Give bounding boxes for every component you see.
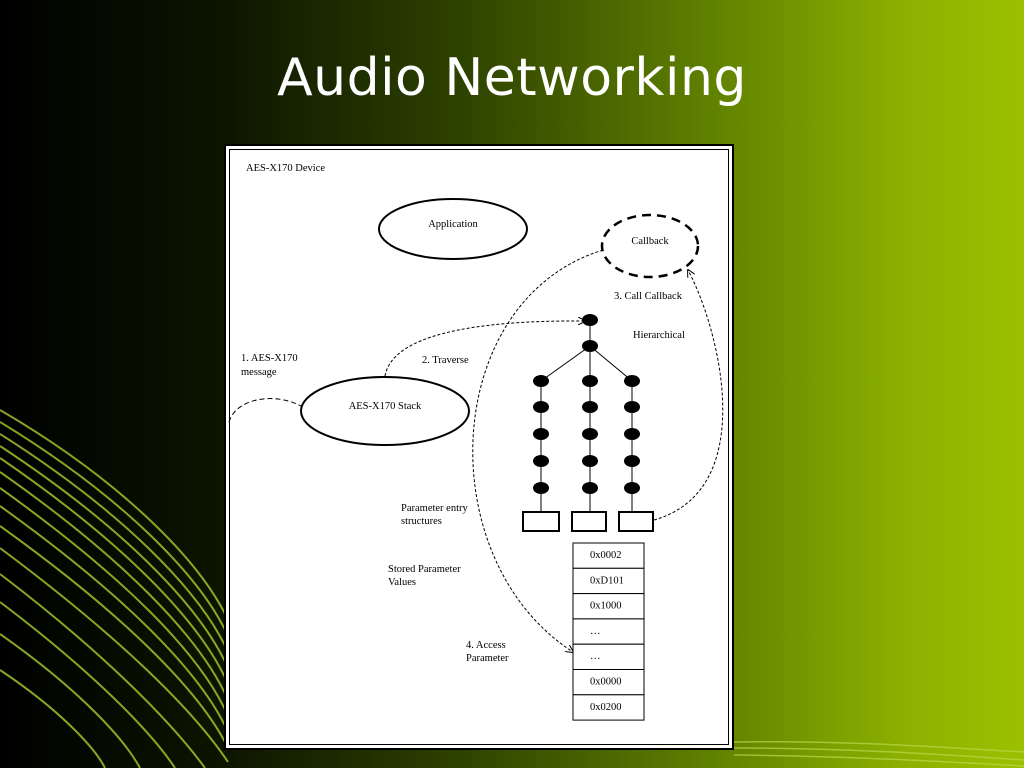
stored-value-text: … <box>590 651 601 662</box>
step-message-label: 1. AES-X170 <box>241 353 298 364</box>
tree-node <box>624 375 640 387</box>
device-label: AES-X170 Device <box>246 163 325 174</box>
access-parameter-arrow <box>472 249 604 652</box>
stored-value-text: 0x0000 <box>590 677 622 688</box>
parameter-entry-box <box>618 511 654 532</box>
tree-node <box>582 401 598 413</box>
stored-value-cell <box>572 618 645 645</box>
stored-value-cell <box>572 669 645 696</box>
stored-value-text: 0xD101 <box>590 575 624 586</box>
stored-value-cell <box>572 694 645 721</box>
tree-node <box>582 482 598 494</box>
step-traverse-label: 2. Traverse <box>422 355 469 366</box>
tree-root-node <box>582 314 598 326</box>
stored-label-2: Values <box>388 577 416 588</box>
stored-value-text: 0x0002 <box>590 550 622 561</box>
tree-node <box>533 375 549 387</box>
stored-value-cell <box>572 542 645 569</box>
stored-value-cell <box>572 593 645 620</box>
stack-label: AES-X170 Stack <box>349 401 422 412</box>
tree-node <box>624 401 640 413</box>
tree-node <box>582 428 598 440</box>
tree-node <box>582 375 598 387</box>
stored-value-text: 0x0200 <box>590 702 622 713</box>
call-callback-arrow <box>653 270 724 521</box>
tree-branch-node <box>582 340 598 352</box>
step-access-label: 4. Access <box>466 640 506 651</box>
tree-node <box>624 455 640 467</box>
tree-node <box>582 455 598 467</box>
callback-label: Callback <box>631 236 669 247</box>
tree-node <box>624 482 640 494</box>
tree-nodes <box>533 314 640 494</box>
entry-label-2: structures <box>401 516 442 527</box>
stored-value-text: … <box>590 626 601 637</box>
application-label: Application <box>428 219 478 230</box>
tree-node <box>624 428 640 440</box>
step-message-label-2: message <box>241 367 277 378</box>
step-call-callback-label: 3. Call Callback <box>614 291 683 302</box>
parameter-entry-box <box>571 511 607 532</box>
stored-value-cell <box>572 643 645 671</box>
callback-node <box>600 213 700 279</box>
parameter-entry-box <box>522 511 560 532</box>
tree-node <box>533 455 549 467</box>
tree-node <box>533 428 549 440</box>
stored-value-text: 0x1000 <box>590 601 622 612</box>
step-access-label-2: Parameter <box>466 653 509 664</box>
tree-node <box>533 401 549 413</box>
entry-label: Parameter entry <box>401 503 469 514</box>
tree-label: Hierarchical <box>633 330 685 341</box>
traverse-arrow <box>384 321 585 377</box>
slide-title: Audio Networking <box>277 48 747 108</box>
stack-node <box>300 376 470 446</box>
stored-label: Stored Parameter <box>388 564 461 575</box>
message-arrow <box>228 398 302 423</box>
tree-node <box>533 482 549 494</box>
stored-values-stack: 0x0002 0xD101 0x1000 … … 0x0000 0x0200 <box>572 542 645 721</box>
application-node <box>378 198 528 260</box>
diagram-frame <box>224 144 734 750</box>
diagram-inner-border <box>229 149 729 745</box>
